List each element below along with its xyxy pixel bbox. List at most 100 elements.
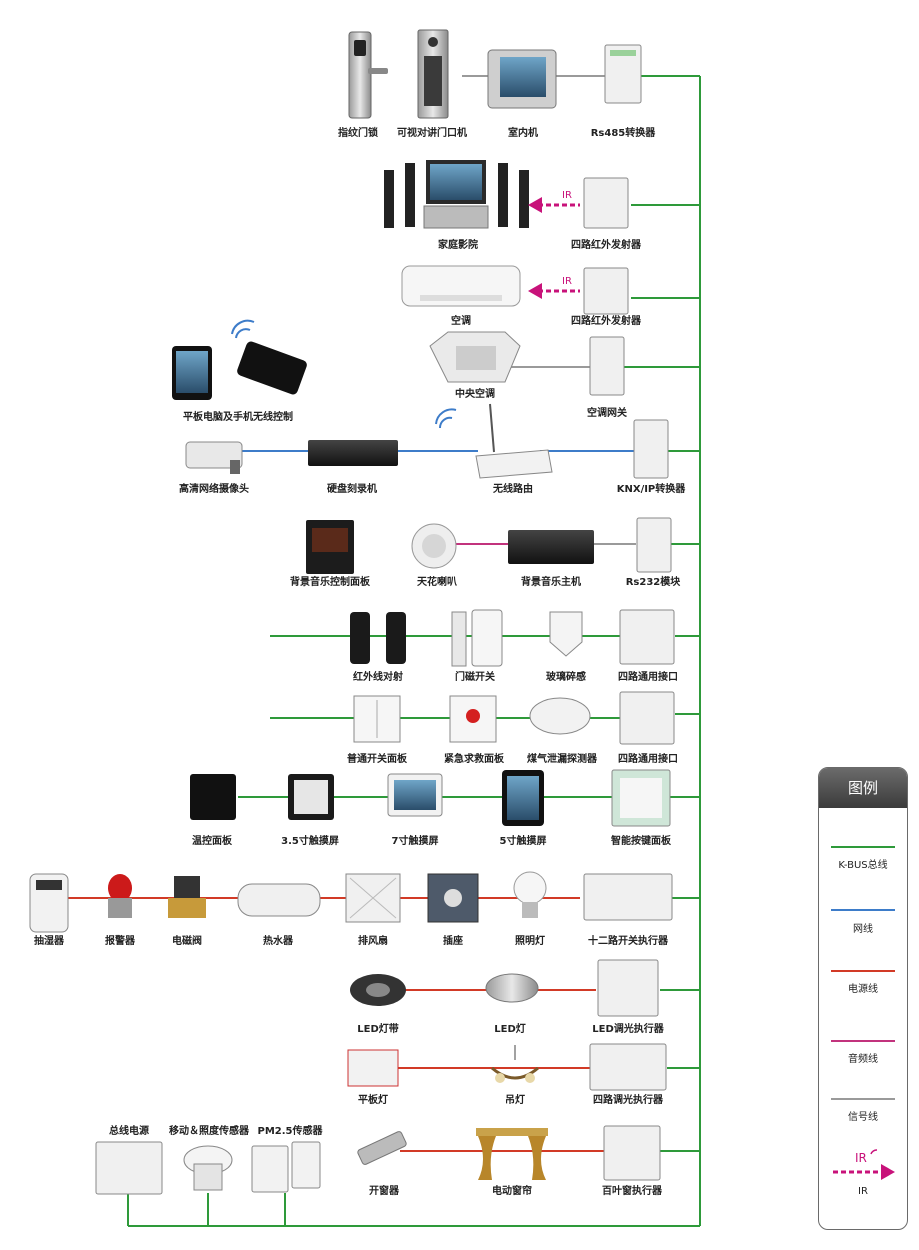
emergency-panel-icon [449, 695, 497, 743]
hd-camera-icon [185, 441, 243, 474]
legend-ir-label: IR [858, 1186, 868, 1197]
key-panel-icon [611, 769, 671, 827]
motion-sensor-icon [183, 1145, 233, 1191]
label-solenoid: 电磁阀 [172, 934, 202, 947]
label-central-ac: 中央空调 [455, 387, 495, 400]
label-ir-emitter-1: 四路红外发射器 [571, 238, 642, 251]
dimmer-4-icon [589, 1043, 667, 1091]
water-heater-icon [237, 883, 321, 917]
label-video-door-phone: 可视对讲门口机 [397, 126, 467, 139]
legend-audio-label: 音频线 [848, 1054, 878, 1065]
signal-wiring [462, 75, 636, 545]
knx-ip-icon [633, 419, 669, 479]
ir-arrow-2: IR [528, 276, 580, 299]
label-ir-beam: 红外线对射 [353, 670, 403, 683]
bgm-panel-icon [306, 520, 354, 574]
panel-light-icon [347, 1049, 399, 1087]
label-window-opener: 开窗器 [369, 1184, 400, 1197]
label-rs232: Rs232模块 [626, 575, 682, 588]
ac-gateway-icon [589, 336, 625, 396]
switch-panel-icon [353, 695, 401, 743]
label-switch-panel: 普通开关面板 [347, 752, 408, 765]
legend-network-label: 网线 [853, 924, 873, 935]
label-fingerprint-lock: 指纹门锁 [338, 126, 378, 139]
label-air-conditioner: 空调 [451, 314, 471, 327]
label-rs485: Rs485转换器 [591, 126, 657, 139]
label-touch-7: 7寸触摸屏 [392, 834, 439, 847]
led-strip-icon [350, 974, 406, 1006]
label-curtain: 电动窗帘 [492, 1184, 532, 1197]
legend-kbus-label: K-BUS总线 [838, 860, 888, 871]
label-lighting: 照明灯 [515, 934, 545, 947]
label-switch-actuator-12: 十二路开关执行器 [588, 934, 669, 947]
led-light-icon [485, 973, 539, 1003]
device-labels: 指纹门锁 可视对讲门口机 室内机 Rs485转换器 家庭影院 四路红外发射器 空… [34, 126, 686, 1197]
dehumidifier-icon [29, 873, 69, 933]
label-hd-camera: 高清网络摄像头 [179, 482, 249, 495]
label-pm25-sensor: PM2.5传感器 [258, 1124, 324, 1137]
label-dehumidifier: 抽湿器 [34, 934, 65, 947]
ir-arrow-1: IR [528, 190, 580, 213]
ir-emitter-2-icon [583, 267, 629, 315]
touch-5-icon [502, 770, 544, 826]
chandelier-icon [491, 1045, 539, 1083]
ir-label-1: IR [562, 190, 572, 201]
touch-35-icon [288, 774, 334, 820]
rs232-module-icon [636, 517, 672, 573]
label-univ-interface-2: 四路通用接口 [618, 752, 678, 765]
legend-signal-line [831, 1098, 895, 1100]
label-univ-interface-1: 四路通用接口 [618, 670, 678, 683]
thermostat-icon [190, 774, 236, 820]
label-door-magnet: 门磁开关 [455, 670, 495, 683]
label-dvr: 硬盘刻录机 [327, 482, 377, 495]
label-bgm-host: 背景音乐主机 [521, 575, 581, 588]
gas-detector-icon [529, 697, 591, 735]
rs485-converter-icon [604, 44, 642, 104]
bgm-host-icon [508, 530, 594, 564]
legend-title: 图例 [819, 768, 907, 808]
label-ac-gateway: 空调网关 [587, 406, 627, 419]
label-socket: 插座 [443, 934, 463, 947]
dvr-icon [308, 440, 398, 466]
label-ir-emitter-2: 四路红外发射器 [571, 314, 642, 327]
home-theater-icon [384, 160, 529, 229]
label-knx-ip: KNX/IP转换器 [617, 482, 687, 495]
label-panel-light: 平板灯 [358, 1093, 388, 1106]
central-ac-icon [429, 331, 521, 383]
alarm-icon [108, 874, 132, 918]
label-exhaust-fan: 排风扇 [358, 934, 388, 947]
solenoid-icon [168, 876, 206, 918]
legend: 图例 K-BUS总线 网线 电源线 音频线 信号线 IR IR [818, 767, 908, 1230]
exhaust-fan-icon [345, 873, 401, 923]
door-magnet-icon [451, 609, 503, 667]
label-water-heater: 热水器 [263, 934, 294, 947]
label-key-panel: 智能按键面板 [611, 834, 672, 847]
legend-kbus-line [831, 846, 895, 848]
fingerprint-lock-icon [348, 31, 388, 119]
label-emergency-panel: 紧急求救面板 [444, 752, 505, 765]
wifi-icon-1 [231, 319, 255, 339]
video-door-phone-icon [417, 29, 449, 119]
label-tablet-phone: 平板电脑及手机无线控制 [183, 410, 293, 423]
label-wifi-router: 无线路由 [492, 482, 533, 495]
label-bgm-panel: 背景音乐控制面板 [290, 575, 371, 588]
blind-actuator-icon [603, 1125, 661, 1181]
label-home-theater: 家庭影院 [438, 238, 478, 251]
wifi-icon-2 [435, 408, 457, 429]
wifi-router-icon [475, 403, 553, 479]
legend-power-line [831, 970, 895, 972]
legend-network-line [831, 909, 895, 911]
label-touch-5: 5寸触摸屏 [500, 834, 547, 847]
bus-power-icon [95, 1141, 163, 1195]
lighting-icon [513, 871, 547, 918]
label-ceiling-speaker: 天花喇叭 [417, 575, 457, 588]
legend-audio-line [831, 1040, 895, 1042]
label-indoor-unit: 室内机 [508, 126, 538, 139]
univ-interface-1-icon [619, 609, 675, 665]
legend-ir-arrow-icon: IR [833, 1149, 895, 1180]
legend-ir-arrow-text: IR [855, 1151, 867, 1165]
label-led-strip: LED灯带 [357, 1022, 399, 1035]
socket-icon [427, 873, 479, 923]
legend-power-label: 电源线 [848, 984, 878, 995]
window-opener-icon [357, 1131, 407, 1165]
